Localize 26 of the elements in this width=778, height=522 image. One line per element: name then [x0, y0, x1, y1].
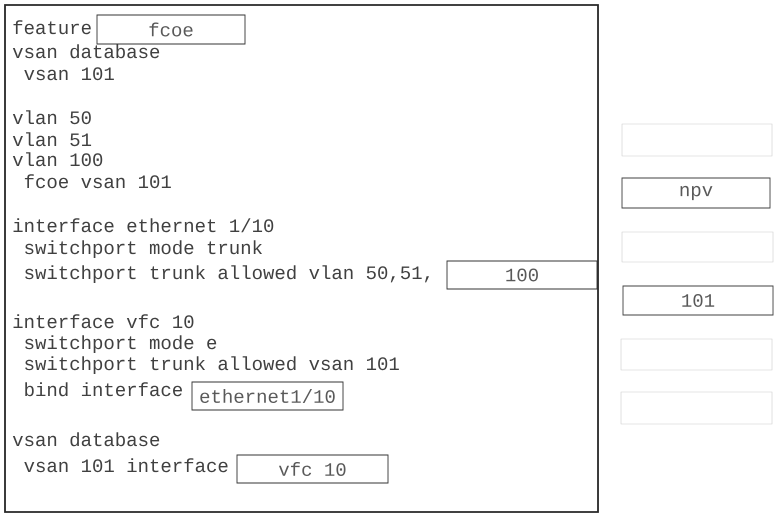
answer-box: 101 [622, 286, 774, 316]
answer-box: fcoe [96, 14, 246, 44]
answer-box: vfc 10 [236, 454, 388, 484]
empty-answer-slot [620, 338, 772, 370]
code-line: vsan database [12, 432, 160, 446]
code-line: interface vfc 10 [14, 314, 194, 328]
code-line: switchport trunk allowed vlan 50,51, [25, 265, 430, 283]
code-line: switchport trunk allowed vsan 101 [25, 356, 399, 374]
answer-box: ethernet1/10 [192, 382, 344, 410]
empty-answer-slot [622, 124, 772, 156]
code-line: fcoe vsan 101 [24, 174, 171, 188]
code-line: interface ethernet 1/10 [14, 218, 274, 232]
answer-box: 100 [446, 260, 598, 290]
code-line: vsan 101 interface [24, 458, 228, 472]
code-line: vsan database [12, 44, 160, 58]
answer-box: npv [622, 178, 770, 208]
code-line: feature [14, 20, 91, 34]
code-line: vlan 50 [12, 110, 91, 124]
code-line: switchport mode trunk [25, 240, 262, 258]
code-line: vlan 100 [12, 152, 102, 166]
code-line: switchport mode e [25, 335, 216, 353]
code-line: bind interface [25, 382, 182, 396]
code-line: vlan 51 [12, 132, 92, 146]
code-line: vsan 101 [24, 67, 114, 80]
empty-answer-slot [620, 392, 772, 424]
empty-answer-slot [622, 232, 774, 262]
